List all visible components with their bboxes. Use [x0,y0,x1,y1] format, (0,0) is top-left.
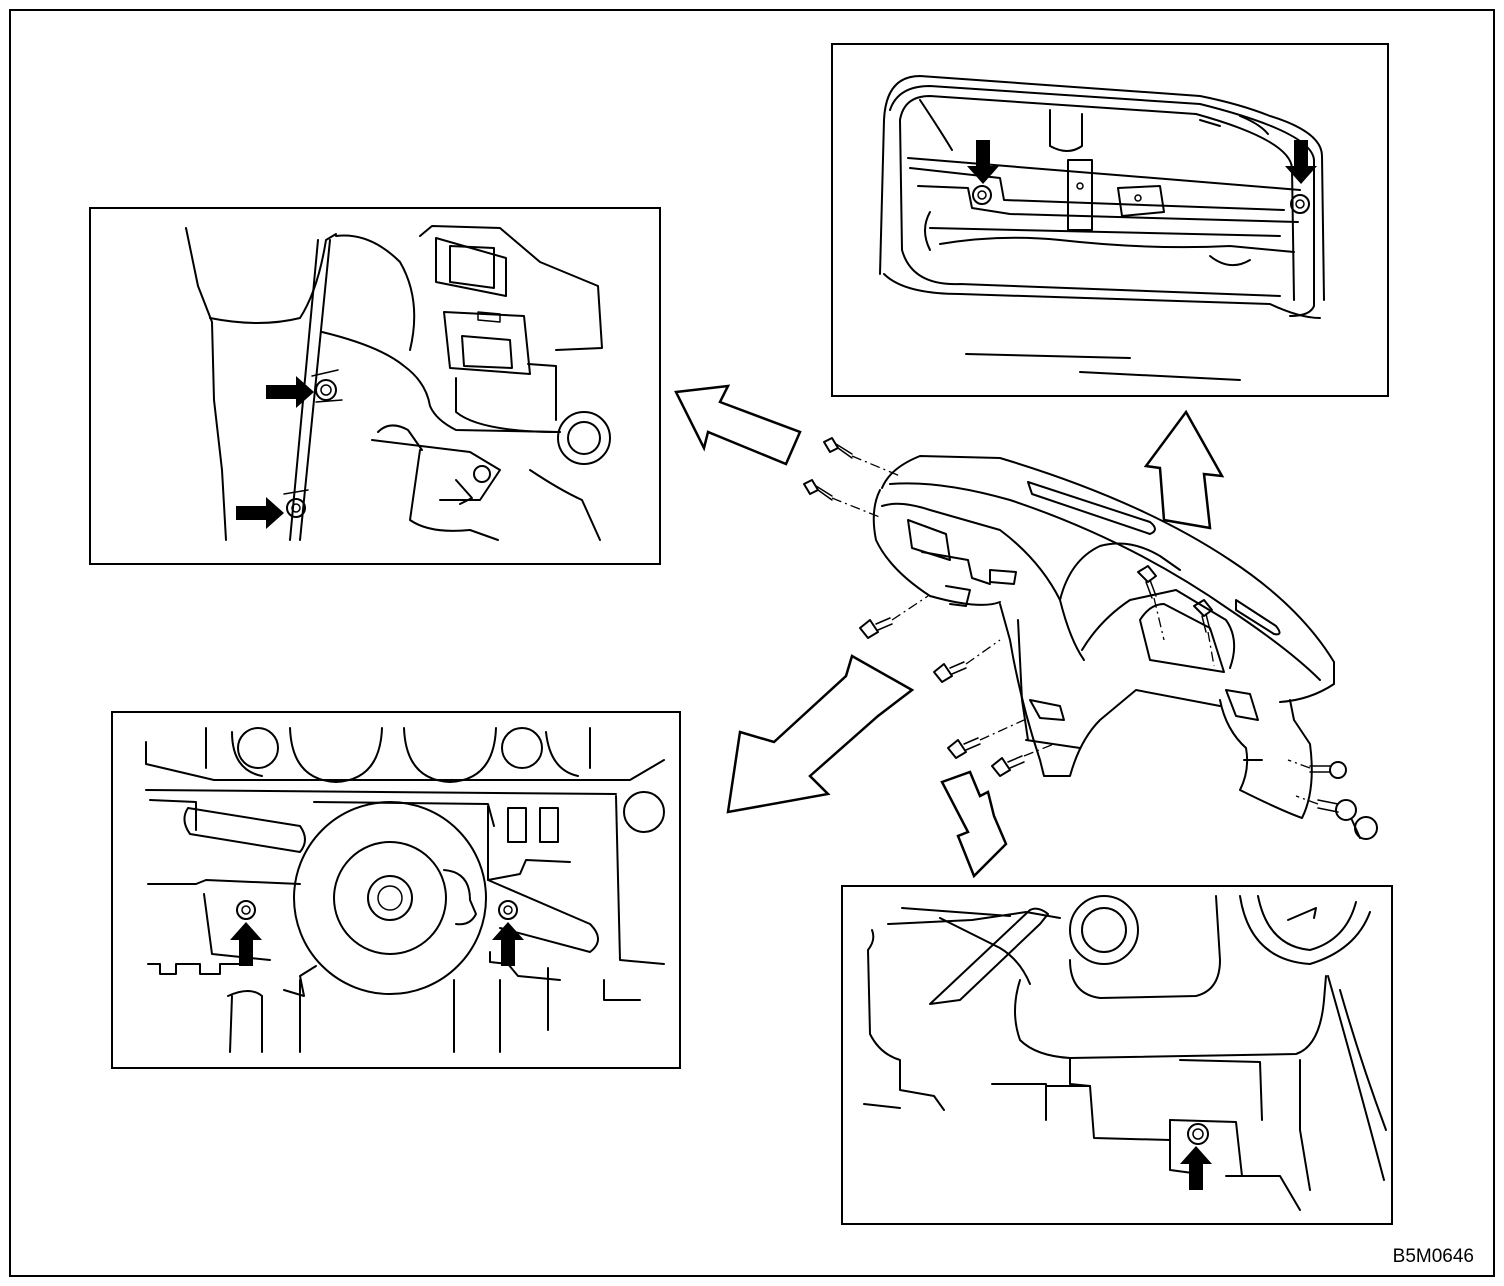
screw-icon [803,479,833,501]
screw-icon [933,661,967,683]
screw-icon [1317,799,1357,821]
screw-icon [1290,194,1310,214]
screw-icon [236,900,256,920]
inset-side-panel-view [89,207,661,565]
inset-steering-column-view [111,711,681,1069]
instrument-panel-assembly [803,437,1378,840]
solid-pointer-arrow-icon [230,922,262,966]
screw-icon [1193,599,1213,633]
screw-icon [972,185,992,205]
screw-icon [947,737,981,759]
hollow-arrow-icon [674,384,802,466]
figure-border [9,9,1495,1277]
solid-pointer-arrow-icon [236,497,284,529]
solid-pointer-arrow-icon [1285,140,1317,184]
inset-glove-box-view [831,43,1389,397]
screw-icon [311,369,343,403]
screw-icon [283,489,309,518]
screw-icon [498,900,518,920]
screw-icon [859,617,893,639]
screw-icon [991,755,1025,777]
hollow-arrow-icon [1143,409,1225,530]
hollow-arrow-icon [726,654,915,814]
solid-pointer-arrow-icon [967,140,999,184]
screw-icon [1309,761,1347,779]
screw-icon [1187,1123,1209,1145]
solid-pointer-arrow-icon [492,922,524,966]
screw-icon [1351,816,1378,840]
inset-lower-console-view [841,885,1393,1225]
solid-pointer-arrow-icon [1180,1146,1212,1190]
screw-icon [823,437,853,459]
screw-icon [1137,565,1157,599]
figure-code: B5M0646 [1393,1246,1474,1267]
hollow-arrow-icon [940,770,1008,879]
solid-pointer-arrow-icon [266,376,314,408]
